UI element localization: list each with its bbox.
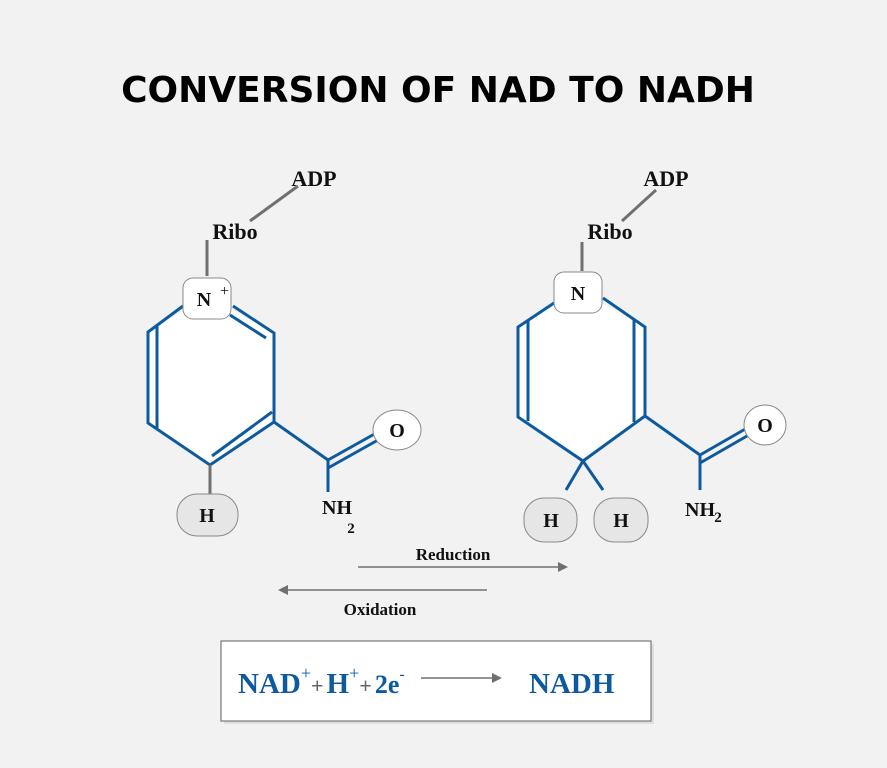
oxygen-label: O — [389, 420, 405, 442]
hydrogen-node — [176, 493, 239, 537]
amine-subscript: 2 — [347, 521, 355, 537]
oxygen-node — [372, 409, 422, 451]
oxygen-label: O — [757, 415, 773, 437]
hydrogen-node-2 — [593, 497, 649, 543]
hydrogen-node-1 — [523, 497, 578, 543]
nadh-molecule: ADP Ribo N O NH 2 H H — [516, 166, 787, 543]
page-title: CONVERSION OF NAD TO NADH — [121, 70, 755, 111]
adp-label: ADP — [291, 166, 336, 191]
adp-label: ADP — [643, 166, 688, 191]
nitrogen-label: N — [571, 283, 586, 305]
nad-molecule: ADP Ribo N + O NH 2 H — [146, 166, 422, 537]
equation-box: NAD++H++2e- NADH — [220, 640, 654, 724]
oxygen-node — [743, 404, 787, 446]
oxidation-label: Oxidation — [344, 600, 417, 619]
ribo-label: Ribo — [212, 219, 257, 244]
hydrogen-label-1: H — [543, 510, 559, 532]
hydrogen-label: H — [199, 505, 215, 527]
equation-text: NAD++H++2e- — [238, 663, 405, 700]
amine-label: NH — [322, 497, 352, 519]
hydrogen-label-2: H — [613, 510, 629, 532]
amine-label: NH — [685, 499, 715, 521]
nitrogen-node — [182, 277, 232, 320]
ribo-label: Ribo — [587, 219, 632, 244]
nitrogen-charge: + — [220, 283, 229, 300]
equation-product: NADH — [529, 668, 615, 700]
nitrogen-label: N — [197, 289, 212, 311]
reduction-label: Reduction — [416, 545, 491, 564]
nitrogen-node — [553, 271, 603, 314]
amine-subscript: 2 — [714, 510, 722, 526]
